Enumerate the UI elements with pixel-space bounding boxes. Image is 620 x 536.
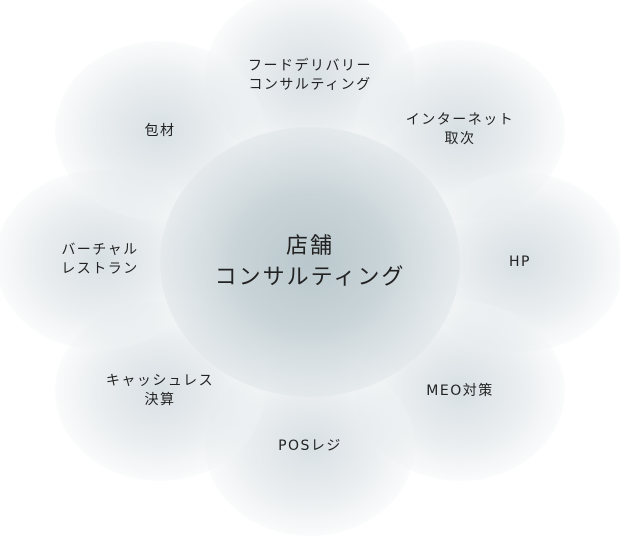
service-label: HP [509,253,531,270]
service-label: キャッシュレス [105,373,215,389]
center-store-consulting: 店舗 コンサルティング [160,127,460,397]
service-label: POSレジ [278,437,342,454]
service-label: フードデリバリー [248,58,372,74]
service-label: 決算 [144,392,176,408]
center-label: 店舗 [285,234,334,259]
service-label: インターネット [405,112,515,128]
service-label: MEO対策 [426,382,494,399]
service-label: コンサルティング [248,77,372,93]
center-label: コンサルティング [214,265,406,290]
service-label: バーチャル [61,242,139,258]
service-label: 包材 [144,122,176,139]
service-label: 取次 [444,131,476,147]
service-label: レストラン [61,261,139,277]
